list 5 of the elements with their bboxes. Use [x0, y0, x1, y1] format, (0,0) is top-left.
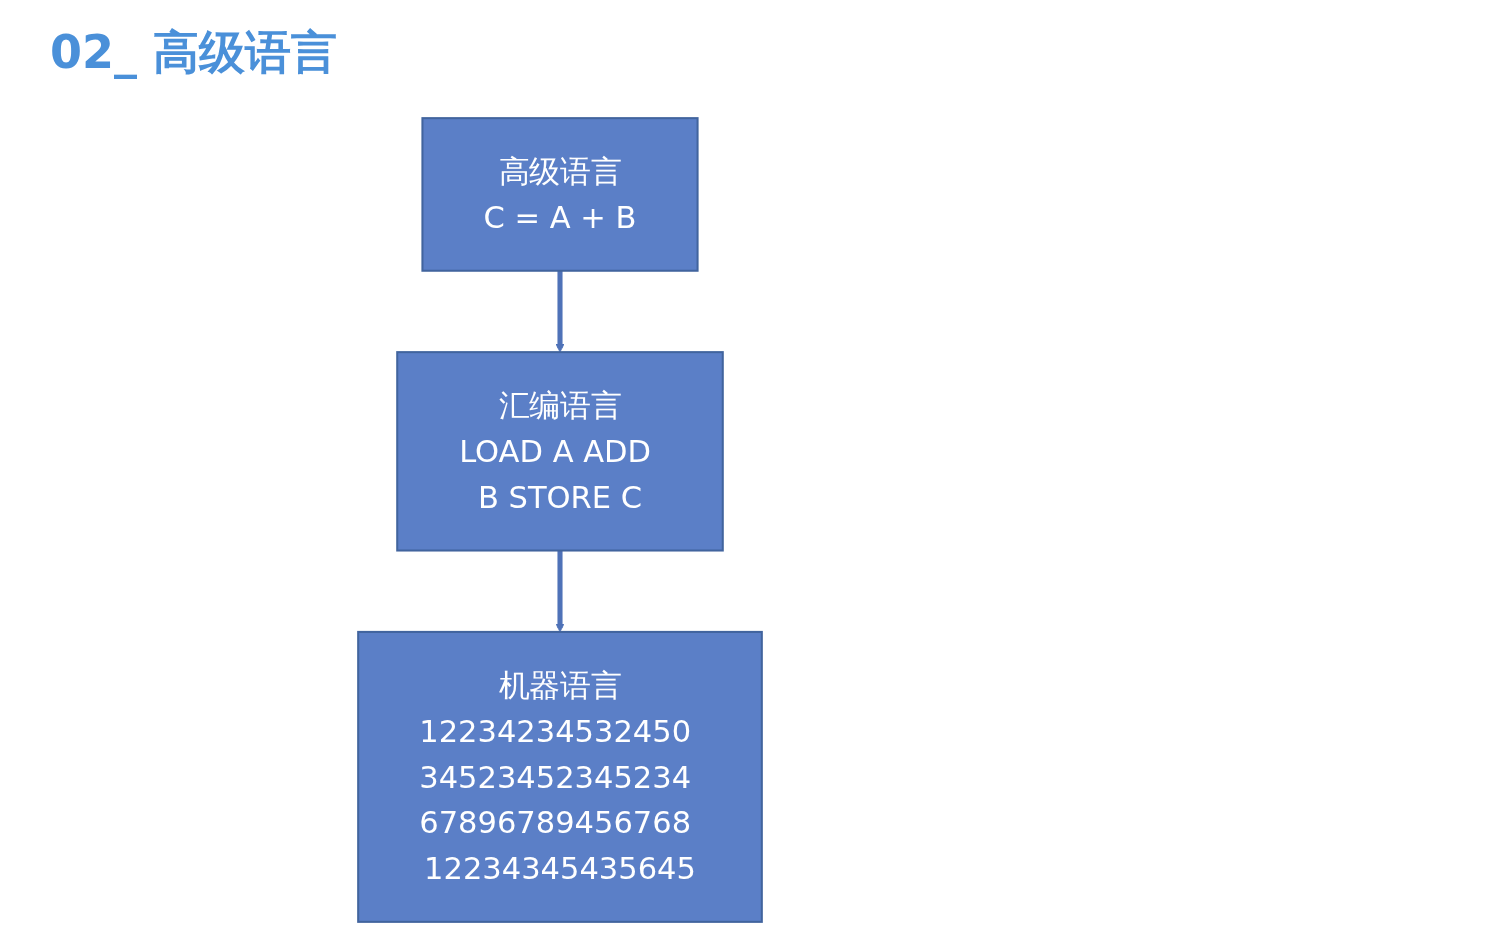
title: 02_ 高级语言	[50, 24, 338, 81]
node-box: 高级语言 C = A + B	[421, 117, 699, 272]
arrow	[555, 270, 565, 353]
node-box: 汇编语言 LOAD A ADD B STORE C	[396, 351, 724, 552]
node-box: 机器语言 12234234532450 34523452345234 67896789456768 12234345435645	[357, 630, 763, 923]
